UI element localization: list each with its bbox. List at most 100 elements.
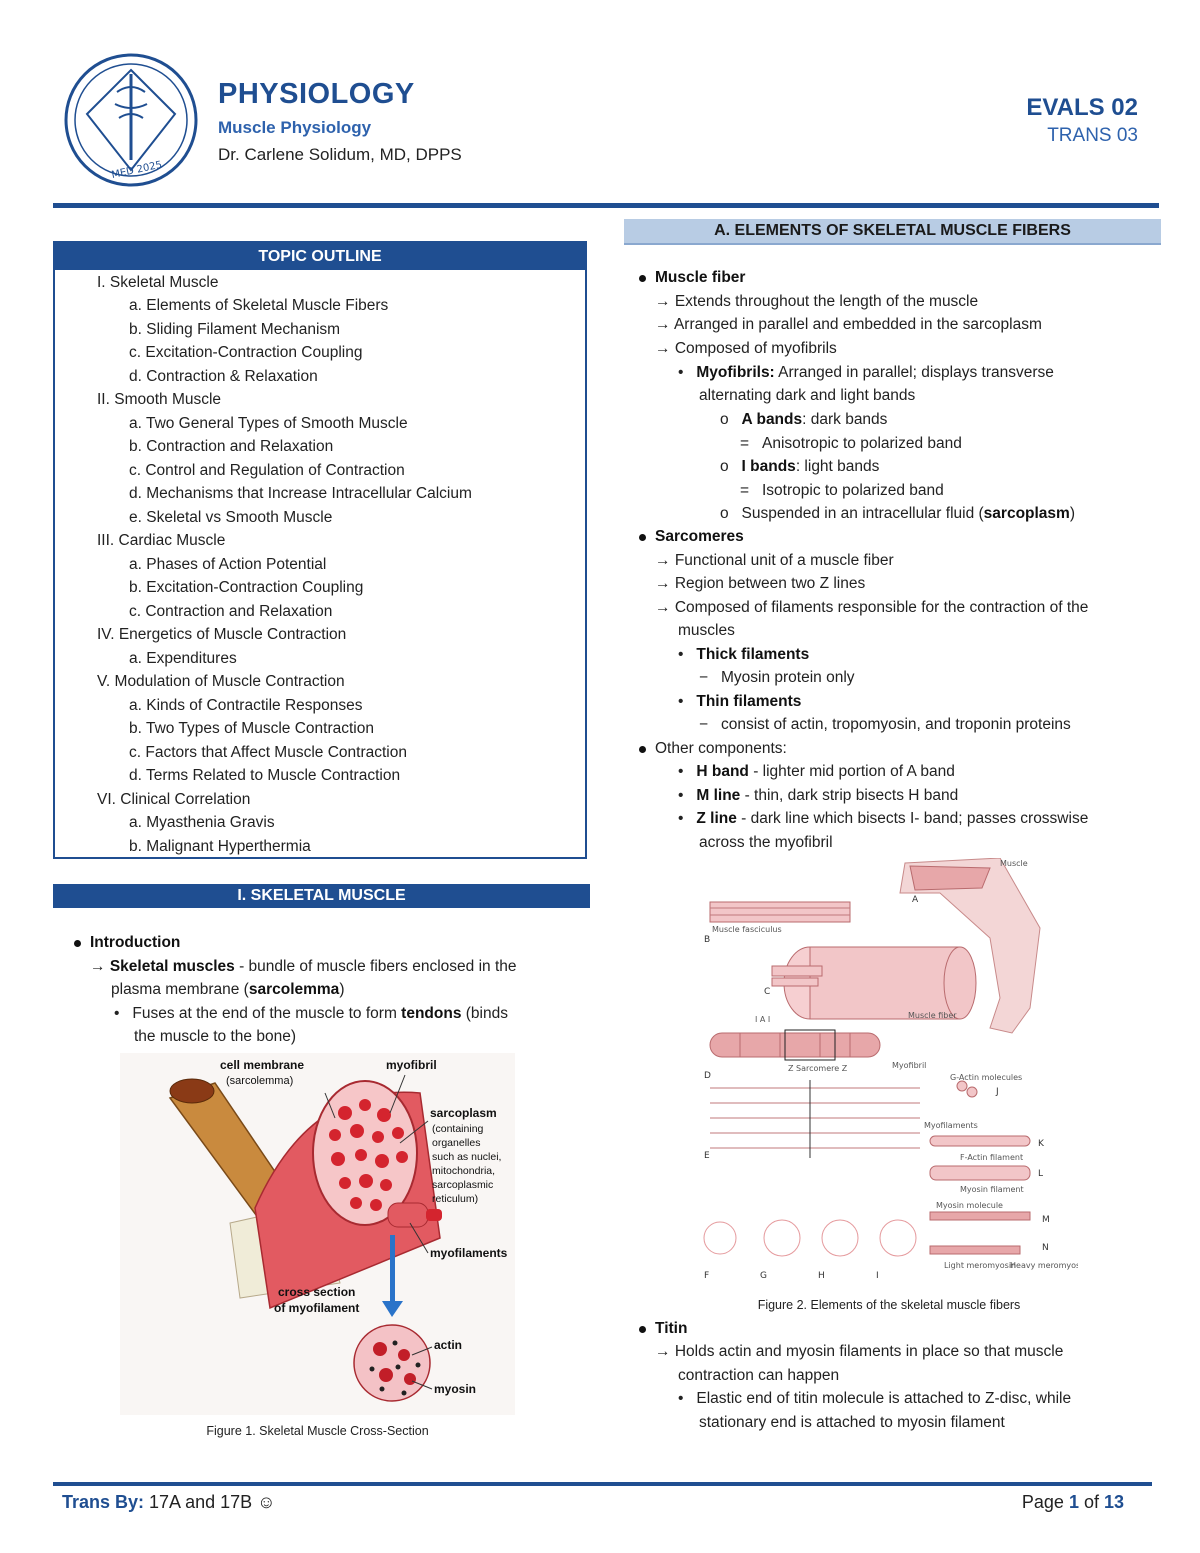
label-cross-section: of myofilament — [274, 1301, 359, 1315]
sarcoplasm-point: o Suspended in an intracellular fluid (s… — [720, 505, 1076, 522]
text: consist of actin, tropomyosin, and tropo… — [720, 716, 1071, 733]
eval-label: EVALS 02 — [1026, 94, 1138, 121]
section-heading-skeletal: I. SKELETAL MUSCLE — [53, 884, 590, 908]
label-muscle-fiber: Muscle fiber — [908, 1011, 957, 1020]
label-letter: L — [1038, 1169, 1043, 1179]
text: ) — [1069, 505, 1076, 522]
text: Suspended in an intracellular fluid ( — [741, 505, 984, 522]
arrow-point: → Region between two Z lines — [655, 575, 866, 592]
arrow-shaft — [390, 1235, 395, 1301]
label-cross-section: cross section — [278, 1285, 355, 1299]
arrow-point: → Arranged in parallel and embedded in t… — [655, 316, 1042, 333]
label-sarco-line: reticulum) — [432, 1193, 478, 1205]
header-divider — [53, 203, 1159, 208]
outline-item: c. Excitation-Contraction Coupling — [129, 344, 363, 361]
arm-outline — [899, 858, 1041, 1034]
term-tendons: tendons — [401, 1005, 462, 1022]
text: Extends throughout the length of the mus… — [674, 293, 979, 310]
outline-item: a. Myasthenia Gravis — [129, 814, 275, 831]
sub-point-cont: alternating dark and light bands — [699, 387, 916, 404]
outline-item: b. Two Types of Muscle Contraction — [129, 720, 374, 737]
label-myofibril: myofibril — [386, 1058, 437, 1072]
label-actin: actin — [434, 1338, 462, 1352]
text: Anisotropic to polarized band — [761, 435, 962, 452]
myofilament-lines — [710, 1080, 920, 1158]
term-titin: Titin — [655, 1320, 688, 1337]
muscle-fiber-bundle — [771, 946, 977, 1020]
bullet-other-components: Other components: — [639, 739, 787, 759]
intro-subpoint-cont: the muscle to the bone) — [134, 1028, 296, 1045]
intro-subpoint: • Fuses at the end of the muscle to form… — [114, 1005, 508, 1022]
footer-page-number: Page 1 of 13 — [1022, 1492, 1124, 1513]
term-a-bands: A bands — [741, 411, 803, 428]
myofibril-dots — [329, 1099, 408, 1211]
outline-item: IV. Energetics of Muscle Contraction — [97, 626, 347, 643]
page-title: PHYSIOLOGY — [218, 78, 415, 110]
myofibril-tube — [387, 1202, 429, 1228]
label-letter: I — [876, 1271, 879, 1281]
label-sarco-line: organelles — [432, 1137, 480, 1149]
fasciculus-bundle — [709, 901, 851, 923]
a-bands-def: = Anisotropic to polarized band — [740, 435, 962, 452]
text: - dark line which bisects I- band; passe… — [736, 810, 1089, 827]
thin-def: − consist of actin, tropomyosin, and tro… — [699, 716, 1071, 733]
outline-item: c. Factors that Affect Muscle Contractio… — [129, 744, 407, 761]
a-bands-point: o A bands: dark bands — [720, 411, 888, 428]
outline-item: VI. Clinical Correlation — [97, 791, 251, 808]
outline-item: b. Contraction and Relaxation — [129, 438, 334, 455]
label-letter: F — [704, 1271, 709, 1281]
term-m-line: M line — [696, 787, 741, 804]
arrow-point: → Composed of myofibrils — [655, 340, 837, 357]
titin-subpoint: • Elastic end of titin molecule is attac… — [678, 1390, 1072, 1407]
outline-item: d. Mechanisms that Increase Intracellula… — [129, 485, 472, 502]
term-sarcolemma: sarcolemma — [248, 981, 340, 998]
arrow-point: → Holds actin and myosin filaments in pl… — [655, 1343, 1064, 1360]
outline-item: c. Contraction and Relaxation — [129, 603, 333, 620]
outline-item: a. Phases of Action Potential — [129, 556, 327, 573]
label-letter: M — [1042, 1215, 1050, 1225]
label-cell-membrane: cell membrane — [220, 1058, 304, 1072]
h-band: • H band - lighter mid portion of A band — [678, 763, 955, 780]
label-myosin-molecule: Myosin molecule — [936, 1201, 1003, 1210]
thick-filaments: • Thick filaments — [678, 646, 810, 663]
text: Arranged in parallel; displays transvers… — [774, 364, 1054, 381]
myofibril-tube — [709, 1029, 881, 1061]
label-letter: K — [1038, 1139, 1045, 1149]
label-light-meromyosin: Light meromyosin — [944, 1261, 1016, 1270]
cross-section-circles — [703, 1219, 917, 1257]
text: Functional unit of a muscle fiber — [674, 552, 894, 569]
intro-line: → Skeletal muscles - bundle of muscle fi… — [90, 958, 517, 975]
label-letter: G — [760, 1271, 767, 1281]
intro-title: Introduction — [90, 934, 181, 951]
outline-item: b. Malignant Hyperthermia — [129, 838, 311, 855]
label-letter: D — [704, 1071, 711, 1081]
text: : dark bands — [802, 411, 888, 428]
actin-myosin-parts — [929, 1080, 1031, 1255]
m-line: • M line - thin, dark strip bisects H ba… — [678, 787, 959, 804]
bullet-muscle-fiber: Muscle fiber — [638, 268, 745, 288]
outline-item: a. Two General Types of Smooth Muscle — [129, 415, 408, 432]
label-heavy-meromyosin: Heavy meromyosin — [1010, 1261, 1078, 1270]
logo: MED 2025 — [64, 53, 198, 187]
label-sarco-line: (containing — [432, 1123, 484, 1135]
label-myofibril: Myofibril — [892, 1061, 926, 1070]
z-line: • Z line - dark line which bisects I- ba… — [678, 810, 1089, 827]
label-sarcoplasm: sarcoplasm — [430, 1106, 497, 1120]
outline-item: a. Kinds of Contractile Responses — [129, 697, 363, 714]
outline-item: a. Expenditures — [129, 650, 237, 667]
term-h-band: H band — [696, 763, 749, 780]
intro-line-cont: plasma membrane (sarcolemma) — [111, 980, 344, 1000]
text: Composed of myofibrils — [674, 340, 837, 357]
outline-item: II. Smooth Muscle — [97, 391, 222, 408]
term-sarcoplasm: sarcoplasm — [983, 505, 1070, 522]
label-letter: A — [912, 895, 919, 905]
outline-item: a. Elements of Skeletal Muscle Fibers — [129, 297, 389, 314]
label-myofilaments: myofilaments — [430, 1246, 508, 1260]
thin-filaments: • Thin filaments — [678, 693, 802, 710]
bullet-introduction: Introduction — [73, 933, 181, 953]
outline-item: I. Skeletal Muscle — [97, 274, 219, 291]
trans-by-label: Trans By: — [62, 1492, 145, 1512]
arrow-point: → Extends throughout the length of the m… — [655, 293, 979, 310]
lecturer: Dr. Carlene Solidum, MD, DPPS — [218, 145, 462, 164]
term-skeletal-muscles: Skeletal muscles — [109, 958, 235, 975]
